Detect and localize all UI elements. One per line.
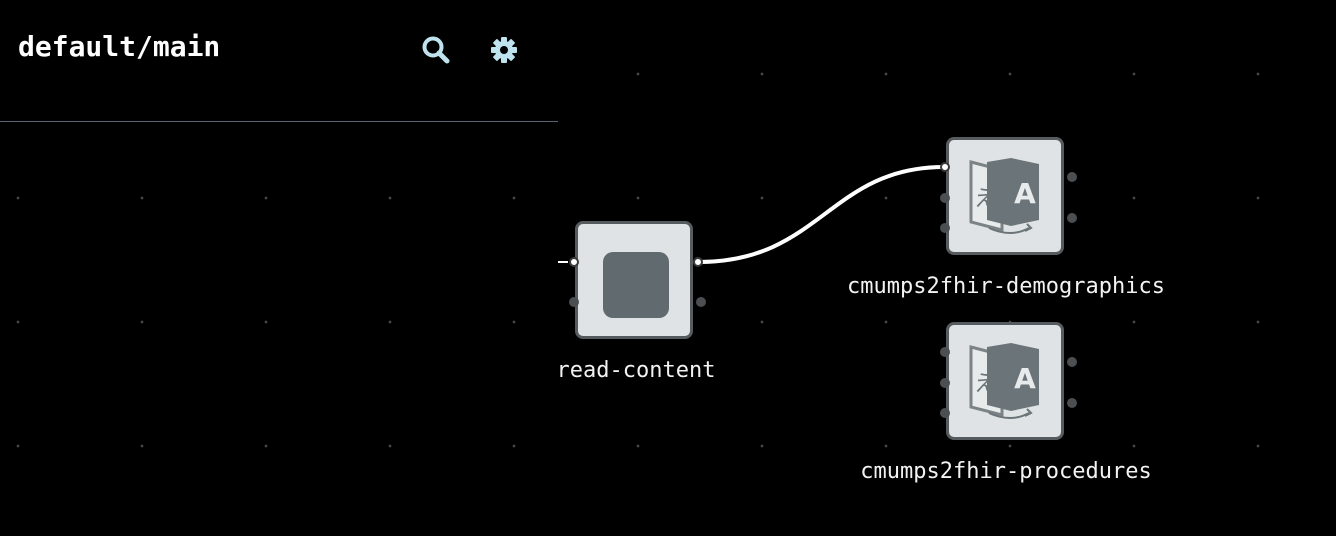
input-port-tertiary[interactable] <box>940 408 950 418</box>
gear-icon <box>491 37 517 63</box>
node-cmumps2fhir-demographics[interactable]: A え <box>940 134 1077 255</box>
output-port[interactable] <box>1067 357 1077 367</box>
settings-button[interactable] <box>488 34 520 66</box>
header-panel: default/main <box>0 0 558 122</box>
panel-title: default/main <box>18 30 221 63</box>
input-port[interactable] <box>940 162 950 172</box>
svg-text:え: え <box>974 372 996 397</box>
input-port-secondary[interactable] <box>940 378 950 388</box>
input-stub <box>558 261 568 263</box>
output-port-secondary[interactable] <box>1067 213 1077 223</box>
svg-text:え: え <box>974 187 996 212</box>
translate-icon: A え <box>969 343 1039 419</box>
node-read-content[interactable] <box>569 218 706 339</box>
node-cmumps2fhir-procedures[interactable]: A え <box>940 319 1077 440</box>
input-port-secondary[interactable] <box>569 297 579 307</box>
stop-square-icon <box>603 252 669 318</box>
input-port-secondary[interactable] <box>940 193 950 203</box>
input-port-tertiary[interactable] <box>940 223 950 233</box>
search-icon <box>422 36 450 64</box>
output-port-secondary[interactable] <box>1067 398 1077 408</box>
node-box[interactable] <box>575 221 693 339</box>
input-port[interactable] <box>569 257 579 267</box>
node-label-cmumps2fhir-demographics: cmumps2fhir-demographics <box>847 274 1165 299</box>
node-label-read-content: read-content <box>556 358 716 383</box>
search-button[interactable] <box>420 34 452 66</box>
output-port[interactable] <box>693 257 703 267</box>
output-port-secondary[interactable] <box>696 297 706 307</box>
svg-text:A: A <box>1014 362 1036 395</box>
output-port[interactable] <box>1067 172 1077 182</box>
translate-icon: A え <box>969 158 1039 234</box>
edge-read-content-to-demographics[interactable] <box>698 165 945 264</box>
svg-text:A: A <box>1014 177 1036 210</box>
input-port[interactable] <box>940 347 950 357</box>
node-box[interactable]: A え <box>946 322 1064 440</box>
node-label-cmumps2fhir-procedures: cmumps2fhir-procedures <box>860 459 1152 484</box>
node-box[interactable]: A え <box>946 137 1064 255</box>
